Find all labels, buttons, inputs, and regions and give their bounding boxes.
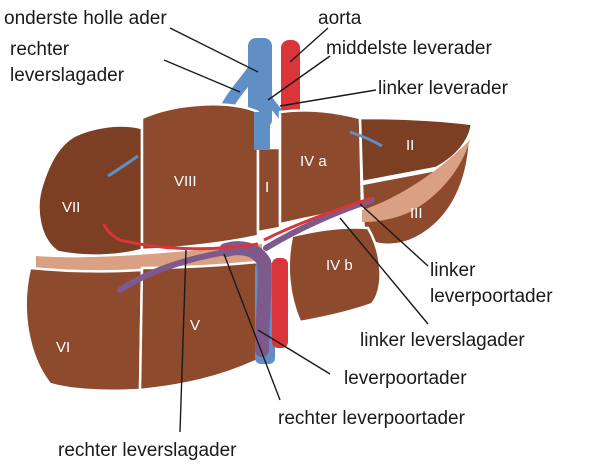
leader-inferior-vena-cava bbox=[170, 28, 258, 72]
segment-viii-lobe bbox=[142, 104, 258, 250]
segment-label-v: V bbox=[190, 317, 200, 334]
label-left-hepatic-vein: linker leverader bbox=[378, 78, 509, 99]
label-portal-vein: leverpoortader bbox=[344, 368, 467, 389]
segment-label-iii: III bbox=[410, 205, 423, 222]
label-right-hepatic-artery-bottom: rechter leverslagader bbox=[58, 440, 237, 461]
segment-label-ii: II bbox=[406, 137, 414, 154]
segment-vii-lobe bbox=[39, 126, 142, 256]
segment-label-vii: VII bbox=[62, 199, 80, 216]
segment-label-viii: VIII bbox=[174, 173, 197, 190]
label-right-portal-vein: rechter leverpoortader bbox=[278, 408, 466, 429]
label-middle-hepatic-vein: middelste leverader bbox=[326, 38, 492, 59]
label-aorta: aorta bbox=[318, 8, 362, 29]
label-left-hepatic-artery: linker leverslagader bbox=[360, 330, 525, 351]
aorta-lower bbox=[272, 258, 288, 348]
label-right-hepatic-artery-top-2: leverslagader bbox=[10, 65, 125, 86]
segment-label-vi: VI bbox=[56, 339, 70, 356]
segment-label-ivb: IV b bbox=[326, 257, 353, 274]
label-right-hepatic-artery-top-1: rechter bbox=[10, 39, 70, 60]
label-inferior-vena-cava: onderste holle ader bbox=[4, 8, 167, 29]
segment-label-i: I bbox=[265, 179, 269, 196]
leader-right-hepatic-artery-top bbox=[164, 60, 240, 92]
segment-ivb-lobe bbox=[289, 227, 381, 322]
segment-label-iva: IV a bbox=[300, 153, 327, 170]
label-left-portal-vein-2: leverpoortader bbox=[430, 286, 553, 307]
label-left-portal-vein-1: linker bbox=[430, 260, 476, 281]
